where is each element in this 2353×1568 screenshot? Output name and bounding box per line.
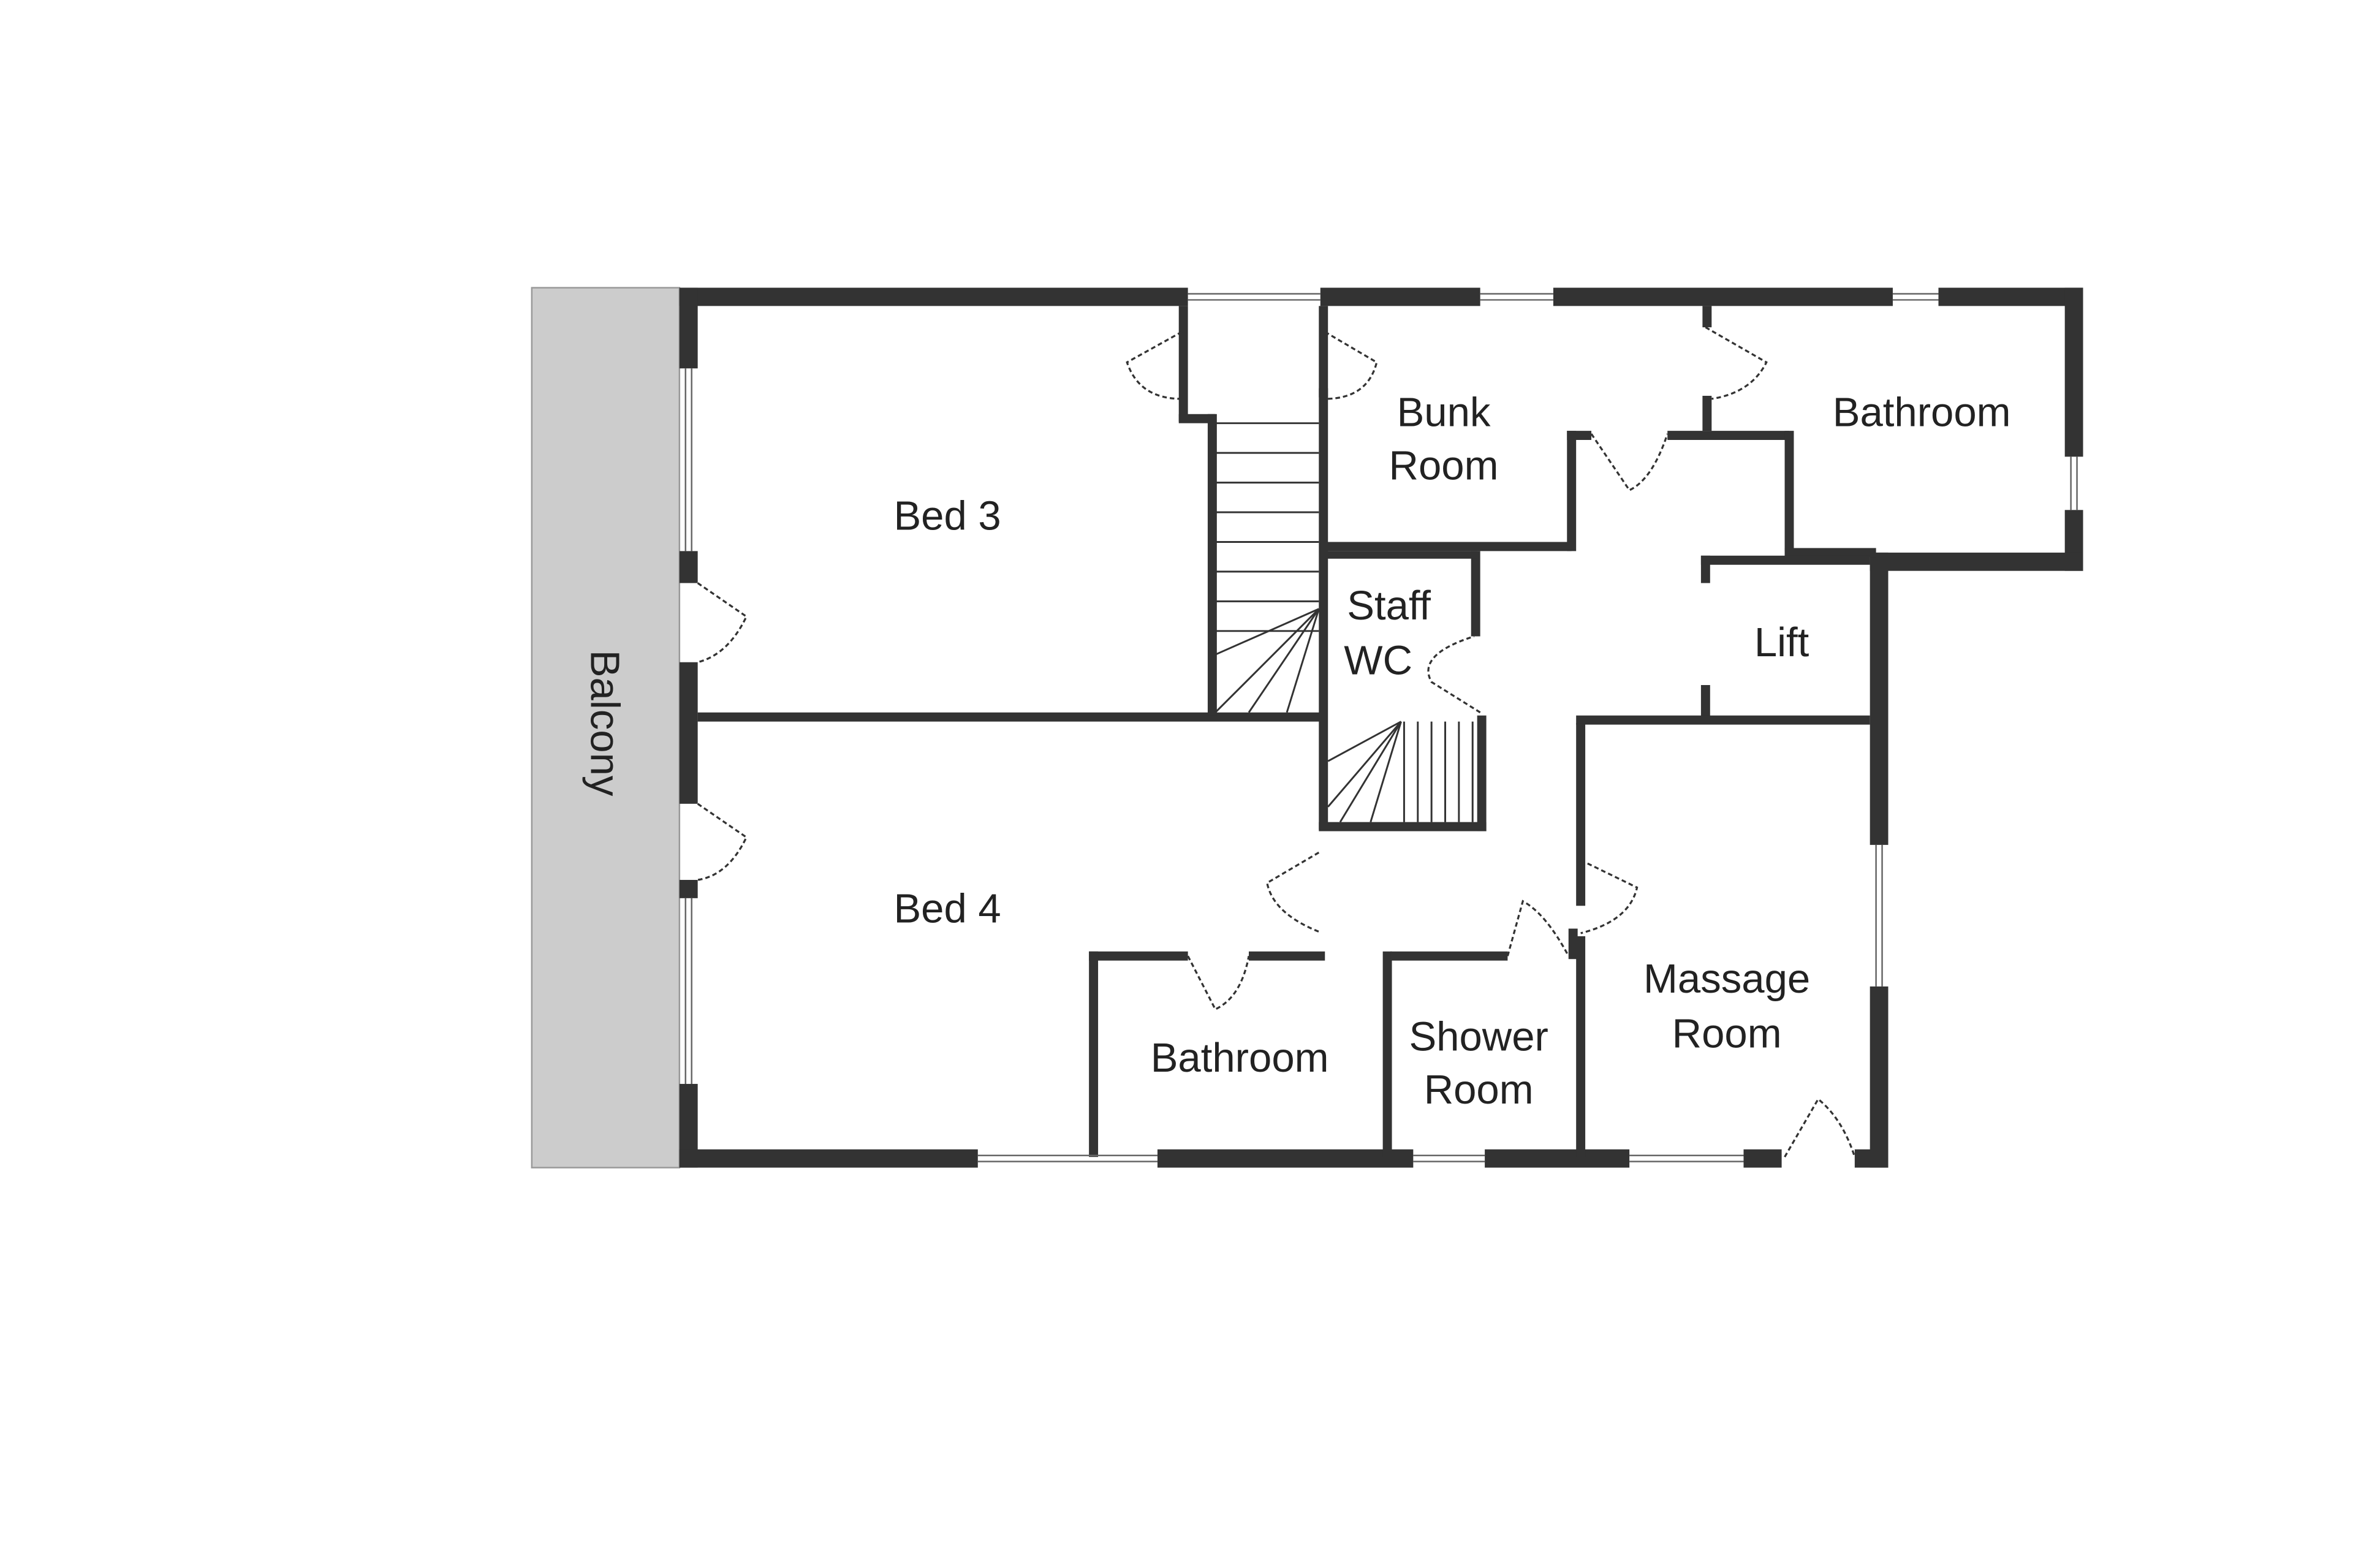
walls xyxy=(679,287,2083,1168)
wall-segment xyxy=(1784,548,1876,558)
wall-segment xyxy=(679,880,698,898)
stair-step xyxy=(1214,608,1320,713)
wall-segment xyxy=(1568,928,1578,960)
door-swing xyxy=(1427,635,1481,714)
room-label-massage-room-2: Room xyxy=(1672,1010,1782,1056)
room-label-bathroom-lower: Bathroom xyxy=(1151,1035,1329,1081)
balcony-area xyxy=(531,287,681,1168)
wall-segment xyxy=(1702,395,1712,431)
wall-segment xyxy=(1325,542,1572,551)
wall-segment xyxy=(1178,306,1188,422)
room-label-massage-room-1: Massage xyxy=(1643,956,1810,1002)
wall-segment xyxy=(1477,715,1487,831)
room-label-shower-room-1: Shower xyxy=(1409,1013,1548,1059)
wall-segment xyxy=(679,287,1188,306)
door-swing xyxy=(1580,859,1639,934)
stair-step xyxy=(1327,721,1402,762)
room-label-lift: Lift xyxy=(1754,619,1809,665)
room-label-bunk-room-1: Bunk xyxy=(1397,390,1491,436)
wall-segment xyxy=(1576,936,1586,1157)
wall-segment xyxy=(1667,431,1789,441)
wall-segment xyxy=(1249,951,1325,961)
wall-segment xyxy=(1702,306,1712,328)
wall-segment xyxy=(1784,431,1794,551)
door-swing xyxy=(1187,955,1250,1011)
wall-segment xyxy=(1178,414,1216,423)
door-swing xyxy=(697,582,748,664)
door-swing xyxy=(1506,900,1570,957)
room-label-balcony: Balcony xyxy=(582,650,628,797)
wall-segment xyxy=(1485,1149,1630,1168)
door-swing xyxy=(1126,331,1183,400)
wall-segment xyxy=(1089,951,1099,1157)
wall-segment xyxy=(679,287,698,369)
wall-segment xyxy=(1390,951,1508,961)
wall-segment xyxy=(1089,951,1188,961)
wall-segment xyxy=(1553,287,1893,306)
room-label-bed3: Bed 3 xyxy=(893,493,1001,539)
wall-segment xyxy=(1471,551,1480,637)
wall-segment xyxy=(697,712,1325,722)
wall-segment xyxy=(1743,1149,1782,1168)
door-swing xyxy=(1590,433,1669,492)
room-label-bathroom-upper: Bathroom xyxy=(1833,390,2011,436)
wall-segment xyxy=(1870,552,2083,571)
wall-segment xyxy=(1700,685,1710,719)
stair-step xyxy=(1370,721,1402,823)
wall-segment xyxy=(1319,306,1328,398)
doors xyxy=(697,326,1856,1158)
room-label-shower-room-2: Room xyxy=(1424,1067,1534,1113)
room-label-staff-wc-2: WC xyxy=(1344,638,1412,684)
door-swing xyxy=(1324,331,1378,400)
wall-segment xyxy=(1576,723,1586,906)
door-swing xyxy=(1784,1097,1856,1158)
wall-segment xyxy=(1157,1149,1414,1168)
wall-segment xyxy=(1319,822,1487,831)
wall-segment xyxy=(1870,552,1889,845)
door-swing xyxy=(697,803,748,881)
wall-segment xyxy=(1700,555,1710,583)
wall-segment xyxy=(2064,287,2083,457)
wall-segment xyxy=(1325,551,1477,559)
stair-step xyxy=(1339,721,1402,823)
room-label-staff-wc-1: Staff xyxy=(1347,583,1431,629)
wall-segment xyxy=(1700,555,1870,565)
wall-segment xyxy=(1938,287,2083,306)
stair-step xyxy=(1214,608,1319,656)
stair-step xyxy=(1286,608,1320,713)
wall-segment xyxy=(1320,287,1480,306)
wall-segment xyxy=(1382,951,1392,1157)
wall-segment xyxy=(1567,431,1592,441)
wall-segment xyxy=(1567,431,1577,551)
room-label-bed4: Bed 4 xyxy=(893,886,1001,932)
wall-segment xyxy=(1870,986,1889,1168)
stair-step xyxy=(1327,721,1402,808)
door-swing xyxy=(1266,851,1320,933)
wall-segment xyxy=(679,662,698,804)
wall-segment xyxy=(1576,715,1870,725)
wall-segment xyxy=(1207,414,1217,716)
windows xyxy=(684,293,2078,1162)
wall-segment xyxy=(679,1149,978,1168)
wall-segment xyxy=(679,551,698,583)
room-label-bunk-room-2: Room xyxy=(1389,443,1499,489)
wall-segment xyxy=(1319,388,1328,830)
door-swing xyxy=(1705,326,1768,400)
stair-step xyxy=(1248,608,1320,713)
staircases xyxy=(1214,422,1474,823)
